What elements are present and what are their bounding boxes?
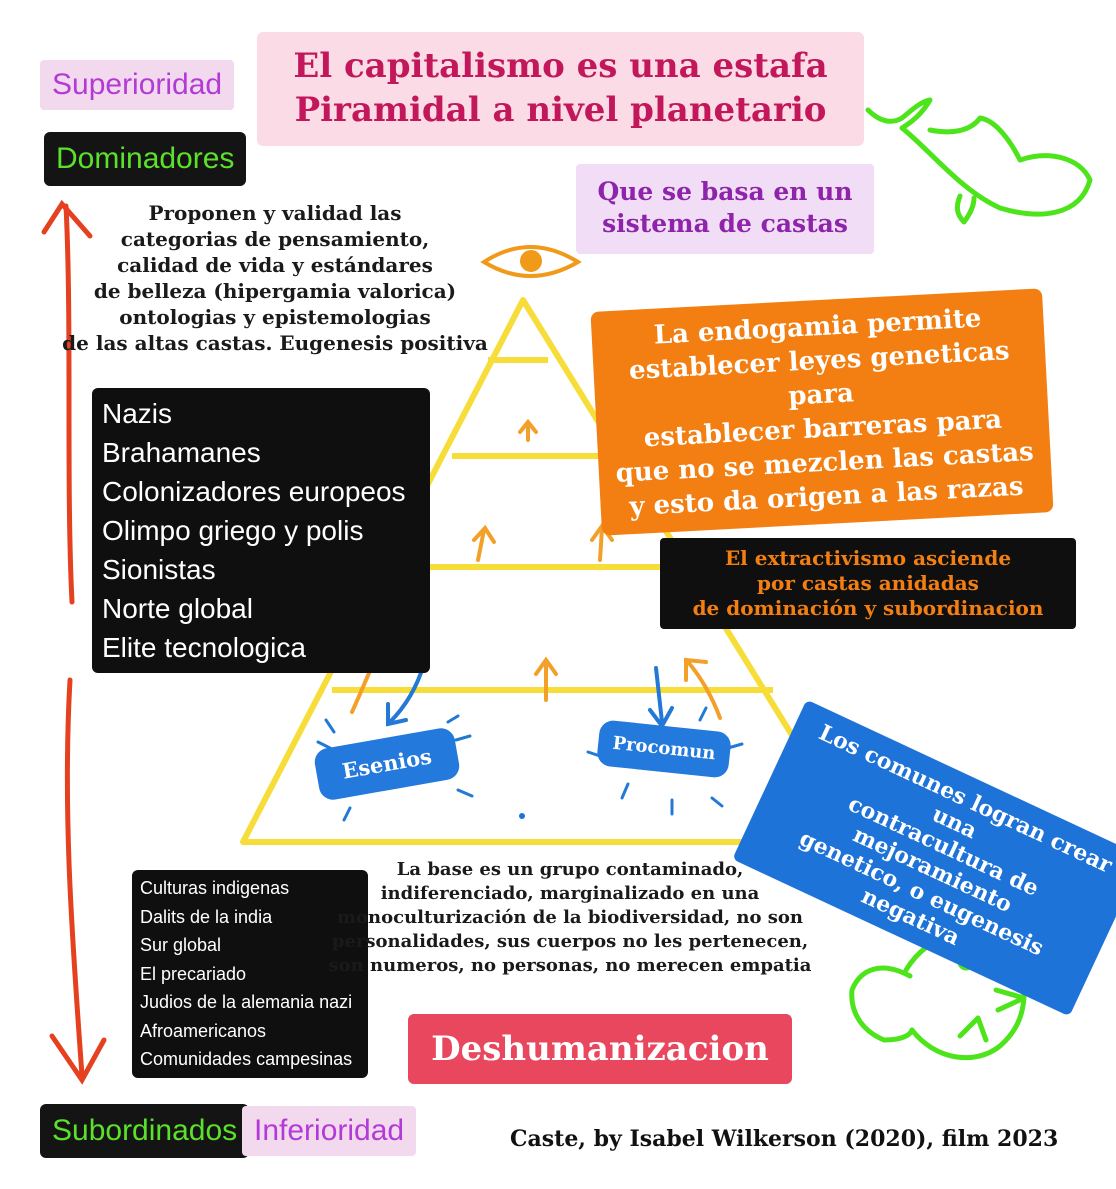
eye-icon <box>480 245 582 278</box>
extractivism-line-3: de dominación y subordinacion <box>692 596 1044 620</box>
lower-caste-item: Comunidades campesinas <box>140 1049 353 1069</box>
top-paragraph-line-1: Proponen y validad las <box>148 201 402 225</box>
top-paragraph-line-3: calidad de vida y estándares <box>117 253 433 277</box>
pyramid-base-dot <box>519 813 525 819</box>
title-line-2: Piramidal a nivel planetario <box>294 90 827 130</box>
lower-caste-item: Sur global <box>140 935 222 955</box>
base-paragraph-line-1: La base es un grupo contaminado, <box>396 859 744 880</box>
lower-caste-item: Dalits de la india <box>140 906 273 927</box>
subordinados-label: Subordinados <box>40 1104 250 1158</box>
upper-caste-item: Elite tecnologica <box>102 632 306 663</box>
base-paragraph-line-3: monoculturización de la biodiversidad, n… <box>336 907 804 928</box>
dominadores-label: Dominadores <box>44 132 247 186</box>
lower-caste-item: Afroamericanos <box>140 1020 267 1041</box>
top-paragraph-line-5: ontologias y epistemologias <box>119 305 431 329</box>
red-down-arrow <box>49 677 107 1085</box>
lower-caste-item: El precariado <box>140 963 247 984</box>
title-box: El capitalismo es una estafa Piramidal a… <box>257 32 864 146</box>
subtitle-box: Que se basa en un sistema de castas <box>576 164 874 254</box>
superioridad-label: Superioridad <box>40 60 235 110</box>
base-paragraph-line-5: son numeros, no personas, no merecen emp… <box>328 955 812 976</box>
upper-caste-item: Olimpo griego y polis <box>102 515 364 546</box>
blue-down-arrows <box>386 662 674 730</box>
top-paragraph-line-6: de las altas castas. Eugenesis positiva <box>62 331 488 355</box>
base-paragraph-line-2: indiferenciado, marginalizado en una <box>380 883 760 904</box>
credit-line: Caste, by Isabel Wilkerson (2020), film … <box>510 1126 1059 1152</box>
upper-caste-item: Colonizadores europeos <box>102 476 406 507</box>
top-paragraph-line-4: de belleza (hipergamia valorica) <box>93 279 457 303</box>
top-paragraph: Proponen y validad las categorias de pen… <box>40 200 510 356</box>
base-paragraph: La base es un grupo contaminado, indifer… <box>300 858 840 978</box>
inferioridad-label: Inferioridad <box>242 1106 417 1156</box>
endogamy-note: La endogamia permite establecer leyes ge… <box>590 288 1054 536</box>
red-up-arrow <box>41 199 93 605</box>
upper-caste-item: Brahamanes <box>102 437 261 468</box>
whale-doodle <box>865 97 1093 225</box>
extractivism-line-1: El extractivismo asciende <box>724 546 1012 570</box>
lower-caste-item: Culturas indigenas <box>140 878 290 898</box>
upper-caste-item: Nazis <box>102 398 173 429</box>
extractivism-line-2: por castas anidadas <box>757 571 979 595</box>
title-line-1: El capitalismo es una estafa <box>293 46 828 86</box>
dehumanization-label: Deshumanizacion <box>408 1014 792 1084</box>
upper-castes-list: Nazis Brahamanes Colonizadores europeos … <box>92 388 430 673</box>
base-paragraph-line-4: personalidades, sus cuerpos no les perte… <box>331 931 809 952</box>
upper-caste-item: Sionistas <box>102 554 216 585</box>
top-paragraph-line-2: categorias de pensamiento, <box>120 227 430 251</box>
lower-castes-list: Culturas indigenas Dalits de la india Su… <box>132 870 368 1078</box>
lower-caste-item: Judios de la alemania nazi <box>140 992 353 1012</box>
extractivism-note: El extractivismo asciende por castas ani… <box>660 538 1076 629</box>
upper-caste-item: Norte global <box>102 593 253 624</box>
subtitle-line-1: Que se basa en un <box>597 177 853 206</box>
subtitle-line-2: sistema de castas <box>602 209 848 238</box>
